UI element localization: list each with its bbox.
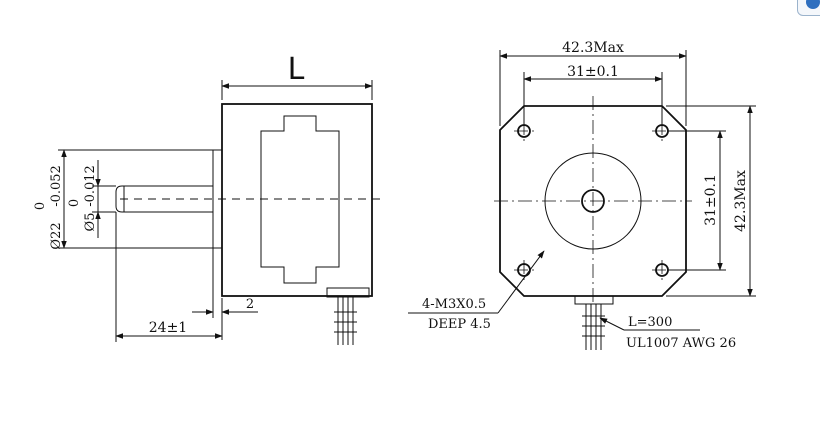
width-max: 42.3Max xyxy=(562,40,624,56)
hole-spacing-vertical: 31±0.1 xyxy=(703,174,719,226)
lead-length: L=300 xyxy=(628,315,672,330)
front-wires xyxy=(582,304,605,350)
pilot-tol-lower: -0.012 xyxy=(83,165,98,207)
pilot-diameter: Ø5 xyxy=(83,213,98,232)
window-corner-button[interactable] xyxy=(797,0,820,16)
corner-dot-icon xyxy=(806,0,820,9)
front-view: 42.3Max 31±0.1 31±0.1 42.3Max 4-M3X0.5 D… xyxy=(408,40,756,351)
shaft xyxy=(115,185,213,213)
shaft-length: 24±1 xyxy=(149,320,187,336)
shaft-diameter: Ø22 xyxy=(49,222,64,249)
stator-outline xyxy=(260,115,340,284)
motor-face xyxy=(499,105,687,297)
front-wire-exit xyxy=(574,295,614,305)
shaft-tol-lower: -0.052 xyxy=(49,165,64,207)
hole-depth: DEEP 4.5 xyxy=(428,317,491,332)
side-view: L 0 Ø22 -0.052 0 Ø5 -0.012 2 24±1 xyxy=(33,52,380,345)
wire-spec: UL1007 AWG 26 xyxy=(626,336,736,351)
motor-body xyxy=(221,103,373,297)
pilot-tol-upper: 0 xyxy=(67,199,82,207)
length-label: L xyxy=(288,52,305,87)
hole-spec: 4-M3X0.5 xyxy=(422,297,486,312)
side-wires xyxy=(334,297,357,345)
height-max: 42.3Max xyxy=(733,170,749,232)
hole-spacing-horizontal: 31±0.1 xyxy=(567,64,619,80)
flange-dimension: 2 xyxy=(246,297,254,312)
shaft-tol-upper: 0 xyxy=(33,202,48,210)
